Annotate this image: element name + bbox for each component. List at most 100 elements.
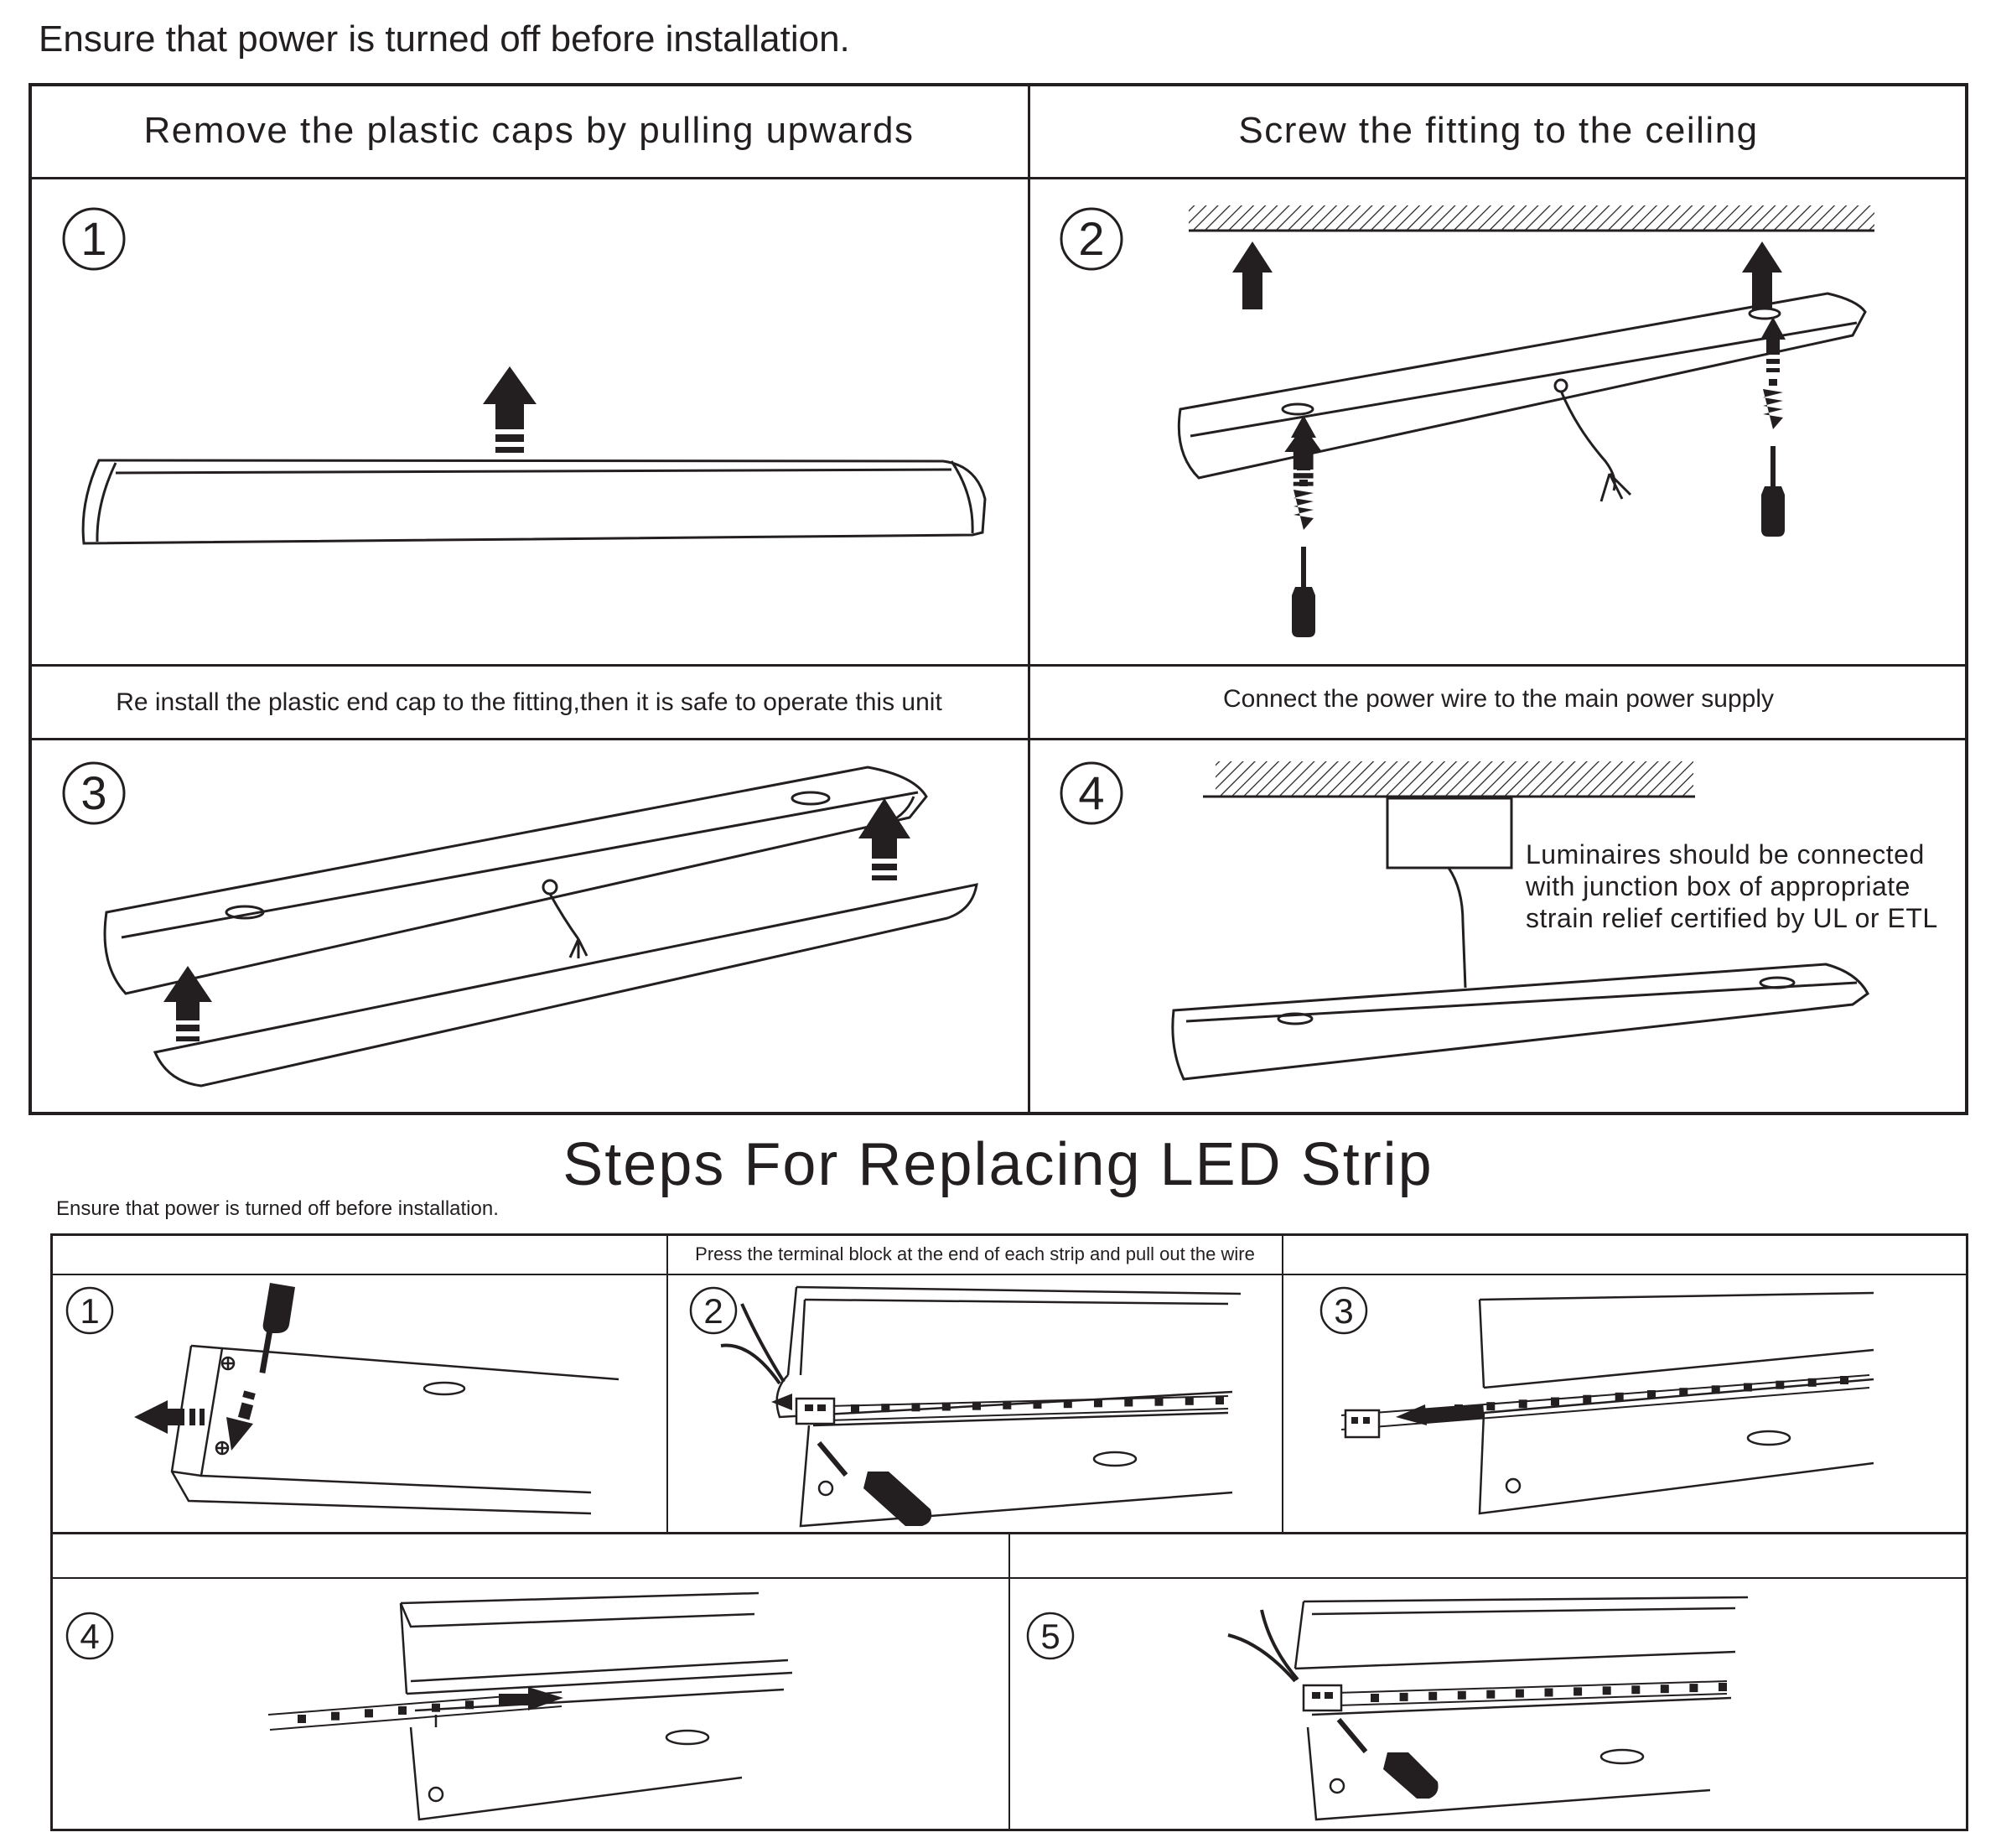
replace-step-number-3: 3 [1319, 1286, 1368, 1335]
led-chip [1689, 1684, 1698, 1693]
svg-text:3: 3 [80, 766, 106, 819]
connector-block [1302, 1684, 1343, 1712]
led-chip [1094, 1399, 1102, 1408]
arrow-up-icon [1232, 241, 1273, 309]
pliers-icon [720, 1303, 785, 1385]
led-chip [1660, 1684, 1669, 1694]
led-chip [1647, 1390, 1656, 1399]
screwdriver-icon [259, 1283, 295, 1373]
install-grid [29, 83, 1968, 1115]
replace-step-number-5: 5 [1026, 1612, 1075, 1660]
arrow-down-icon [226, 1390, 256, 1451]
led-chip [1551, 1397, 1559, 1406]
led-chip [1486, 1402, 1496, 1411]
led-chip [465, 1700, 474, 1710]
led-chip [432, 1703, 440, 1712]
led-chip [1371, 1694, 1379, 1702]
arrow-up-icon [1291, 415, 1316, 470]
led-chip [398, 1706, 407, 1715]
fixture-step1 [81, 459, 987, 545]
led-chip [365, 1709, 373, 1718]
led-chip [1615, 1392, 1624, 1401]
step-number-2: 2 [1060, 207, 1123, 271]
led-chip [1033, 1400, 1042, 1409]
install-grid-row-line [29, 738, 1968, 740]
led-chip [298, 1715, 306, 1723]
led-chip [1744, 1383, 1752, 1392]
led-chip [881, 1404, 890, 1413]
screwdriver-icon [817, 1441, 932, 1526]
led-chip [851, 1404, 859, 1413]
step1-header: Remove the plastic caps by pulling upwar… [143, 110, 915, 151]
svg-text:4: 4 [1078, 766, 1104, 819]
led-chip [1515, 1689, 1524, 1698]
junction-note-line: strain relief certified by UL or ETL [1526, 903, 1938, 933]
replace-grid-col-line [1282, 1233, 1283, 1534]
fixture-step4 [1171, 963, 1869, 1081]
led-chip [1124, 1398, 1133, 1407]
install-grid-row-line [29, 664, 1968, 667]
screwdriver-icon [1336, 1717, 1439, 1799]
junction-note-line: with junction box of appropriate [1526, 871, 1910, 901]
replace-grid-col-line [666, 1233, 668, 1534]
power-wire [1447, 867, 1467, 989]
connector-block [1344, 1409, 1381, 1439]
led-chip [1216, 1396, 1224, 1404]
fixture-step3 [103, 766, 978, 1088]
junction-note-line: Luminaires should be connected [1526, 839, 1925, 869]
arrow-up-icon [1760, 317, 1786, 372]
led-chip [1154, 1397, 1164, 1406]
led-chip [1185, 1396, 1194, 1405]
led-chip [1679, 1388, 1688, 1397]
led-chip [1399, 1692, 1408, 1701]
led-chip [1454, 1404, 1463, 1413]
led-chip [1583, 1394, 1592, 1404]
arrow-left-icon [1396, 1404, 1485, 1425]
svg-text:2: 2 [1078, 212, 1104, 265]
led-chip [1063, 1399, 1072, 1409]
install-grid-row-line [29, 177, 1968, 179]
replace-step2-header: Press the terminal block at the end of e… [695, 1243, 1255, 1264]
svg-text:1: 1 [80, 212, 106, 265]
replace-step-number-2: 2 [689, 1286, 738, 1335]
fixture-end-r5 [1294, 1596, 1749, 1821]
led-chip [941, 1402, 951, 1411]
led-chip [1428, 1691, 1438, 1700]
led-chip [1573, 1687, 1583, 1696]
led-chip [1518, 1399, 1527, 1409]
led-chip [1631, 1685, 1641, 1695]
led-chip [1003, 1400, 1012, 1409]
svg-text:4: 4 [80, 1617, 99, 1656]
led-chip [1840, 1376, 1848, 1384]
install-grid-divider [1028, 83, 1030, 1115]
arrow-up-icon [858, 798, 910, 880]
led-chip [499, 1698, 507, 1706]
led-chip [1602, 1686, 1611, 1695]
ceiling-hatch [1189, 205, 1874, 231]
led-chip [1486, 1690, 1496, 1699]
arrow-left-icon [134, 1400, 205, 1434]
fixture-end-r2 [775, 1285, 1242, 1528]
step-number-1: 1 [62, 207, 126, 271]
replace-warning: Ensure that power is turned off before i… [56, 1197, 499, 1220]
svg-text:5: 5 [1040, 1617, 1060, 1656]
led-chip [1544, 1688, 1553, 1697]
replace-grid-col-line [1008, 1532, 1010, 1831]
step3-header: Re install the plastic end cap to the fi… [116, 688, 942, 716]
led-chip [972, 1401, 981, 1410]
step-number-3: 3 [62, 761, 126, 825]
led-chip [1719, 1683, 1727, 1691]
svg-text:1: 1 [80, 1291, 99, 1331]
svg-text:3: 3 [1334, 1291, 1353, 1331]
fixture-end-r4 [399, 1591, 793, 1821]
led-chip [1807, 1378, 1817, 1387]
connector-block [795, 1397, 836, 1425]
top-warning: Ensure that power is turned off before i… [39, 18, 850, 60]
step4-header: Connect the power wire to the main power… [1222, 685, 1774, 713]
led-chip [331, 1711, 340, 1721]
led-chip [1457, 1690, 1466, 1700]
replace-step-number-4: 4 [65, 1612, 114, 1660]
pliers-icon [1227, 1609, 1299, 1683]
step-number-4: 4 [1060, 761, 1123, 825]
